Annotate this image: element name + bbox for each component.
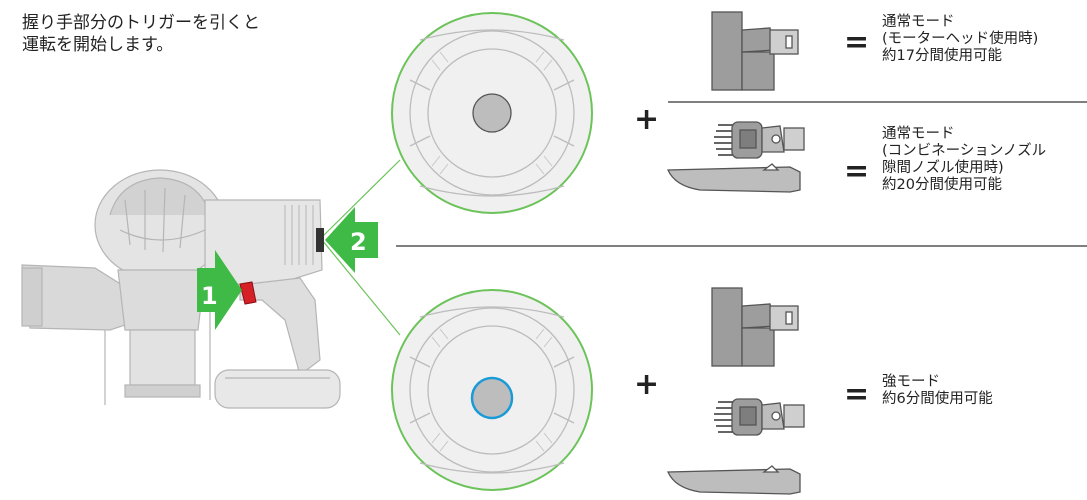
power-button-normal [472, 93, 512, 133]
step1-number: 1 [201, 282, 218, 310]
zoom-connector-lines [321, 159, 401, 336]
plus-sign-boost: + [634, 367, 660, 402]
zoom-circle-boost [391, 289, 593, 491]
equals-sign-row2: = [844, 154, 870, 189]
mode-row2-line2: (コンビネーションノズル [882, 143, 1047, 159]
motor-vent-lines [284, 205, 314, 265]
mode-row2-line3: 隙間ノズル使用時) [882, 160, 1004, 176]
instruction-line1: 握り手部分のトリガーを引くと [22, 13, 260, 33]
mode-row2-line4: 約20分間使用可能 [882, 177, 1002, 193]
mode-row1-line1: 通常モード [882, 14, 955, 30]
handheld-vacuum-illustration [21, 169, 341, 409]
equals-sign-row3: = [844, 377, 870, 412]
plus-sign-normal: + [634, 102, 660, 137]
instruction-text: 握り手部分のトリガーを引くと 運転を開始します。 [22, 12, 260, 56]
power-button-boost [470, 376, 514, 420]
mode-description-row1: 通常モード (モーターヘッド使用時) 約17分間使用可能 [882, 14, 1038, 65]
step2-arrow [325, 207, 378, 273]
crevice-tool-row3 [667, 465, 801, 495]
instruction-line2: 運転を開始します。 [22, 35, 174, 55]
motor-ridges-top [431, 51, 553, 175]
mode-row1-line2: (モーターヘッド使用時) [882, 31, 1039, 47]
equals-sign-row1: = [844, 25, 870, 60]
combination-nozzle-row3 [714, 398, 805, 436]
mode-row3-line1: 強モード [882, 374, 940, 390]
step1-arrow [197, 250, 242, 330]
mode-row1-line3: 約17分間使用可能 [882, 48, 1002, 64]
motorhead-attachment-row3 [711, 287, 799, 367]
trigger [239, 281, 257, 305]
zoom-circle-normal [391, 12, 593, 214]
combination-nozzle-row2 [714, 121, 805, 159]
motorhead-attachment-row1 [711, 11, 799, 91]
mode-description-row2: 通常モード (コンビネーションノズル 隙間ノズル使用時) 約20分間使用可能 [882, 126, 1046, 194]
mode-row2-line1: 通常モード [882, 126, 955, 142]
mode-row3-line2: 約6分間使用可能 [882, 391, 993, 407]
step2-number: 2 [350, 228, 367, 256]
crevice-tool-row2 [667, 163, 801, 193]
mode-description-row3: 強モード 約6分間使用可能 [882, 374, 993, 408]
motor-ridges-bottom [431, 328, 553, 452]
